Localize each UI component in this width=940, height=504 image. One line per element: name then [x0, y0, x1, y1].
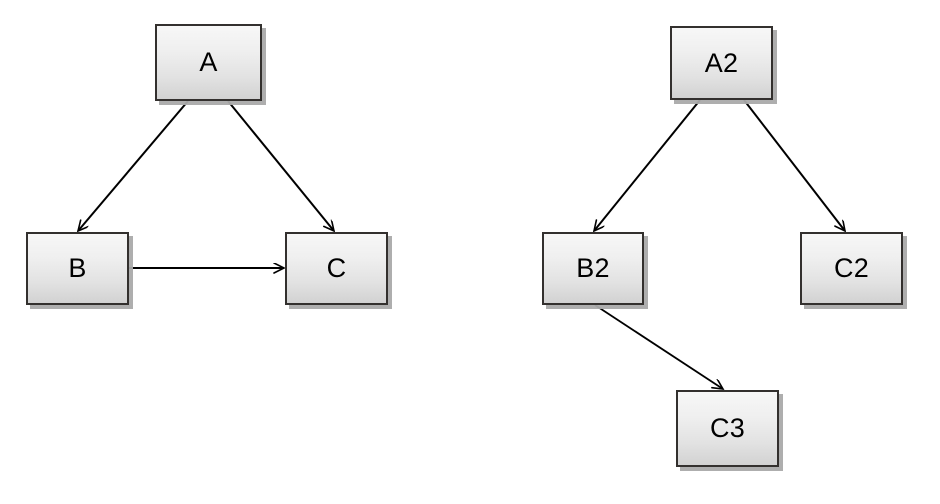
- node-b-label: B: [68, 253, 87, 283]
- node-a-label: A: [199, 47, 218, 77]
- node-c2-label: C2: [834, 253, 869, 283]
- edge-a-to-c: [227, 100, 334, 231]
- node-b2-label: B2: [576, 253, 610, 283]
- edge-b2-to-c3: [594, 304, 723, 389]
- node-a2[interactable]: A2: [670, 26, 773, 100]
- node-c3[interactable]: C3: [676, 390, 779, 467]
- node-c-label: C: [326, 253, 347, 283]
- node-a2-label: A2: [704, 47, 739, 78]
- edge-a2-to-c2: [743, 99, 845, 231]
- edge-a-to-b: [78, 100, 189, 231]
- node-a[interactable]: A: [155, 24, 262, 101]
- node-b2[interactable]: B2: [542, 232, 644, 305]
- node-c[interactable]: C: [285, 232, 388, 305]
- node-c3-label: C3: [710, 413, 745, 443]
- edge-a2-to-b2: [594, 99, 701, 231]
- node-b[interactable]: B: [26, 232, 129, 305]
- node-c2[interactable]: C2: [800, 232, 903, 305]
